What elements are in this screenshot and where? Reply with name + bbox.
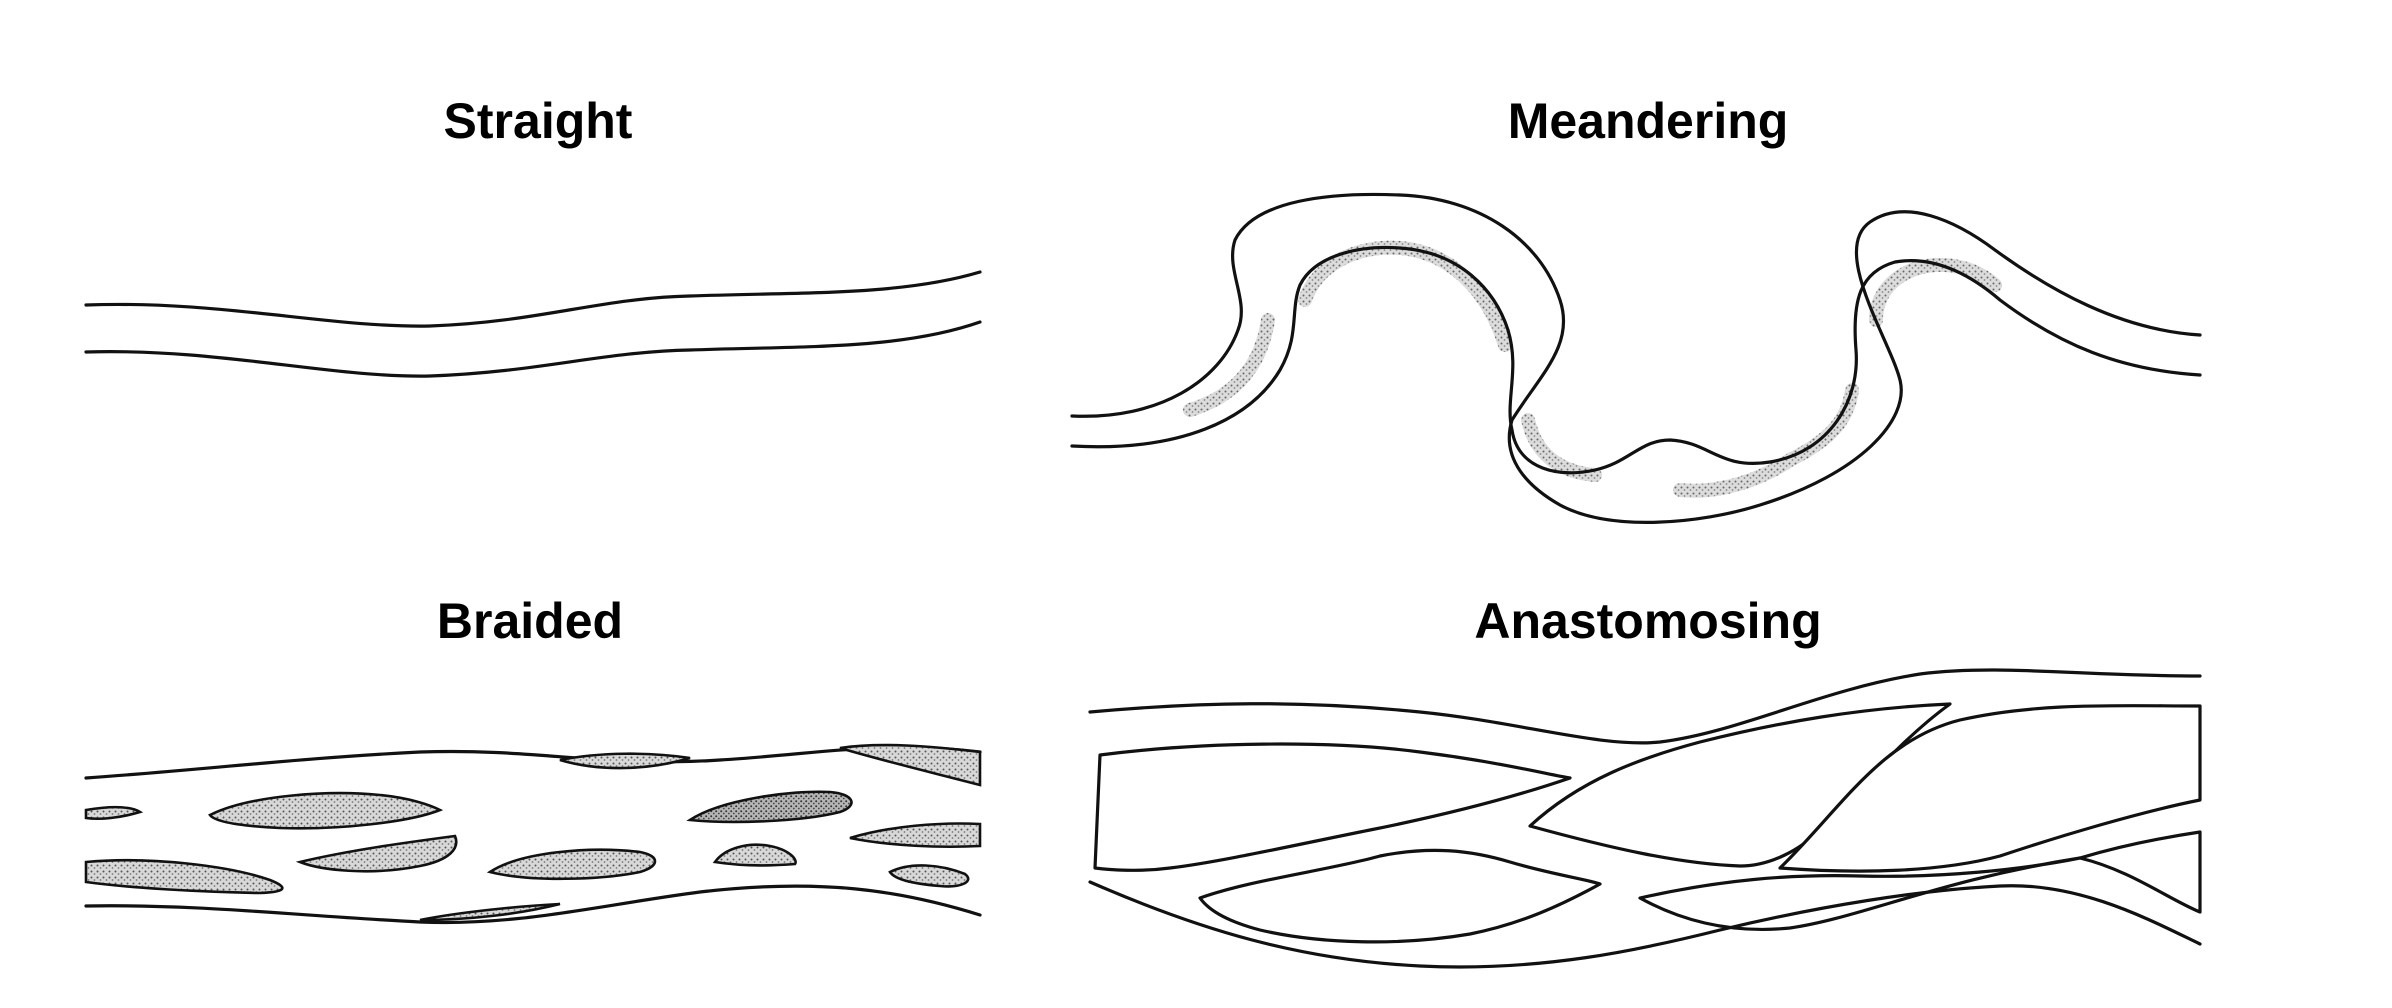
braided-lower-bank [84,884,982,925]
braid-bar-3 [295,834,458,873]
braid-bar-1 [208,791,444,830]
braid-bar-8 [849,822,982,849]
anast-island-3 [1778,704,2202,873]
anast-top-bank [1088,668,2202,745]
anast-island-2 [1528,702,1952,868]
straight-upper-bank [84,270,982,328]
braid-bar-11 [84,805,144,821]
braid-bar-4 [486,848,657,881]
braided-channel [84,743,982,925]
anast-island-4 [1198,848,1602,944]
panel-title-straight: Straight [443,93,633,149]
meandering-outer-bank [1070,192,2202,524]
anast-bottom-bank [1088,880,2202,969]
panel-title-anastomosing: Anastomosing [1474,593,1822,649]
braided-upper-bank [84,745,982,780]
braid-bar-10 [839,743,982,787]
braid-bar-5 [686,790,853,824]
anast-island-1 [1093,742,1572,872]
anast-island-6 [2078,830,2202,914]
braid-bar-9 [559,752,691,770]
braid-bar-2 [84,858,284,895]
panel-title-meandering: Meandering [1507,93,1789,149]
point-bar-2 [1298,240,1512,352]
point-bar-5 [1869,257,2002,327]
meandering-channel [1070,192,2202,524]
meandering-inner-bank [1070,245,2202,475]
braid-bar-6 [712,843,797,867]
panel-title-braided: Braided [436,593,624,649]
point-bar-1 [1183,313,1275,417]
anastomosing-channel [1088,668,2202,969]
point-bar-4 [1673,383,1859,498]
straight-channel [84,270,982,378]
straight-lower-bank [84,320,982,378]
braid-bar-12 [419,902,561,922]
braid-bar-7 [888,864,970,888]
